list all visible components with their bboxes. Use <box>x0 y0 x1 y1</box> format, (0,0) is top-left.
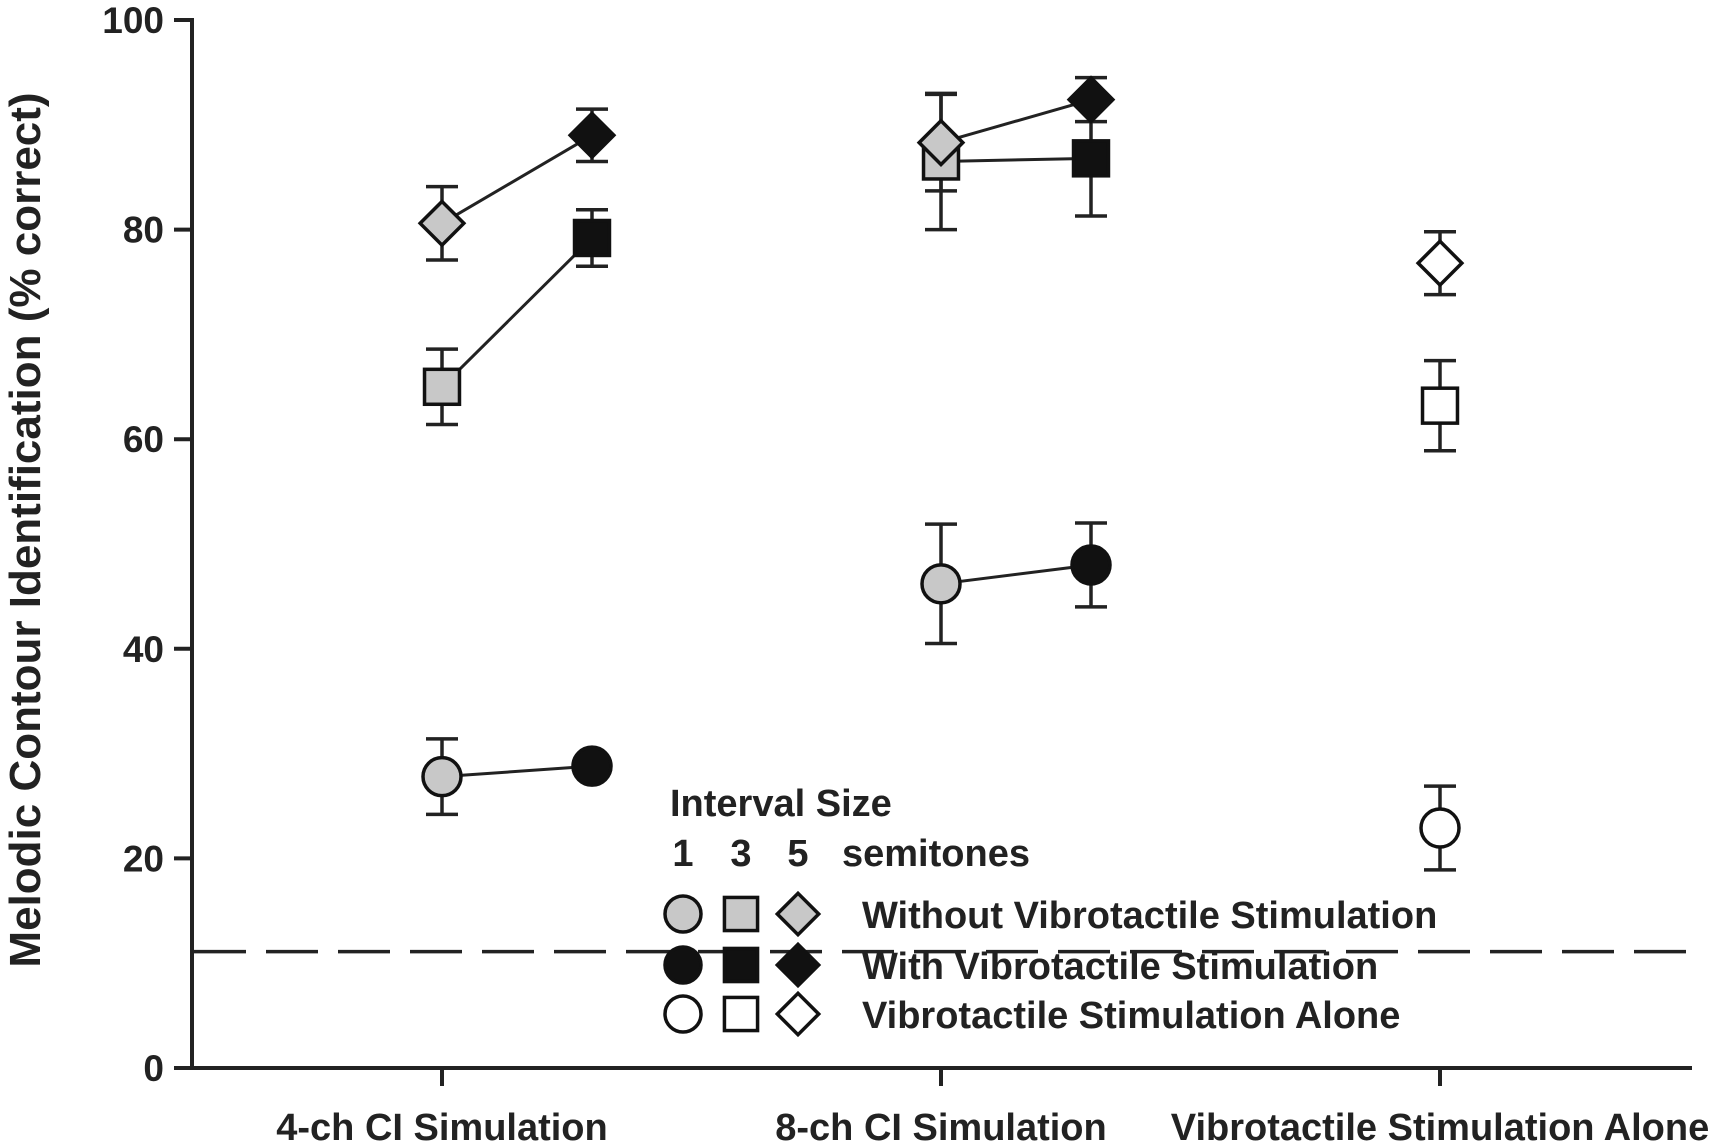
legend-marker <box>722 895 760 933</box>
with-interval-3-marker <box>1071 139 1111 178</box>
with-interval-1-marker <box>1070 544 1112 586</box>
without-interval-3-marker <box>422 367 462 407</box>
legend-marker <box>663 894 703 934</box>
without-interval-5-marker <box>417 198 467 248</box>
legend-marker <box>774 890 822 938</box>
legend-title: Interval Size <box>670 783 892 825</box>
without-interval-5-marker <box>916 118 966 167</box>
axes: 0 20 40 60 80 100 4-ch CI Simulation 8-ch CI Si… <box>102 0 1709 1145</box>
with-interval-3-marker <box>572 218 612 258</box>
connector-line <box>441 133 593 225</box>
without-interval-1-marker <box>421 755 463 798</box>
legend-marker <box>774 990 822 1038</box>
legend-row-label: Vibrotactile Stimulation Alone <box>862 995 1400 1037</box>
alone-interval-3-marker <box>1420 386 1460 425</box>
connector-line <box>940 156 1092 163</box>
with-interval-5-marker <box>567 110 617 160</box>
x-category-label: 4-ch CI Simulation <box>276 1107 607 1145</box>
connector-line <box>440 236 594 388</box>
y-tick-label: 40 <box>123 629 164 670</box>
legend-row-label: Without Vibrotactile Stimulation <box>862 895 1437 937</box>
connector-line <box>441 764 593 779</box>
y-tick-label: 80 <box>123 210 164 251</box>
legend-row-label: With Vibrotactile Stimulation <box>862 946 1378 988</box>
legend-header-item: 5 <box>787 833 808 875</box>
y-tick-label: 100 <box>102 0 164 41</box>
alone-interval-5-marker <box>1415 238 1465 288</box>
x-category-label: 8-ch CI Simulation <box>775 1107 1106 1145</box>
without-interval-1-marker <box>920 563 962 605</box>
with-interval-1-marker <box>571 745 613 787</box>
alone-interval-1-marker <box>1419 807 1461 849</box>
legend-header-item: 3 <box>730 833 751 875</box>
y-tick-label: 20 <box>123 838 164 879</box>
legend-marker <box>663 945 703 985</box>
x-category-label: Vibrotactile Stimulation Alone <box>1171 1107 1709 1145</box>
y-axis-label: Melodic Contour Identification (% correc… <box>1 92 50 967</box>
connector-line <box>940 98 1092 145</box>
legend-header-item: 1 <box>672 833 693 875</box>
y-tick-label: 0 <box>143 1048 164 1089</box>
legend-marker <box>663 994 703 1034</box>
series-layer <box>417 75 1465 872</box>
with-interval-5-marker <box>1066 75 1116 124</box>
legend-marker <box>722 946 760 984</box>
legend-marker <box>722 995 760 1033</box>
y-tick-label: 60 <box>123 419 164 460</box>
connector-line <box>940 563 1092 586</box>
legend-header-item: semitones <box>842 833 1030 875</box>
legend-marker <box>774 941 822 989</box>
